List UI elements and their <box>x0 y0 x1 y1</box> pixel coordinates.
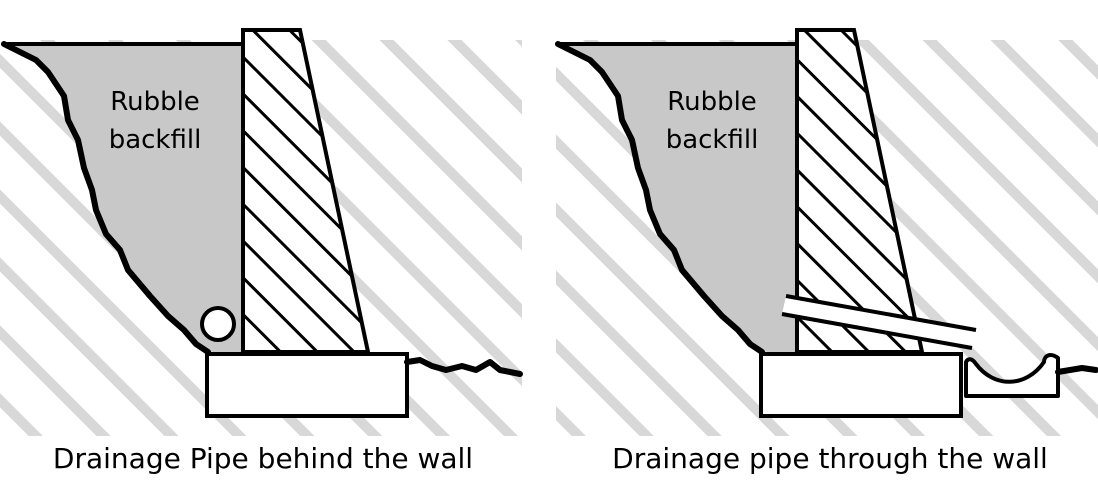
excavation-line <box>555 41 765 355</box>
wall-footing <box>759 352 963 418</box>
backfill-label-line2: backfill <box>666 125 759 155</box>
drain-outlet-gutter <box>964 353 1060 398</box>
rubble-backfill <box>4 44 243 352</box>
excavation-line <box>1 41 211 355</box>
front-ground-line <box>404 357 523 377</box>
caption-left: Drainage Pipe behind the wall <box>53 442 473 475</box>
backfill-label-line2: backfill <box>109 125 202 155</box>
panel-pipe-behind-wall: Rubble backfill Drainage Pipe behind the… <box>0 28 523 475</box>
panel-pipe-through-wall: Rubble backfill Drainage pipe through th… <box>555 28 1098 475</box>
backfill-label-line1: Rubble <box>110 87 200 117</box>
caption-right: Drainage pipe through the wall <box>612 442 1048 475</box>
backfill-label-line1: Rubble <box>667 87 757 117</box>
drainage-pipe-through-wall <box>781 294 977 350</box>
rubble-backfill <box>558 44 797 352</box>
front-ground-line <box>1055 365 1098 375</box>
drainage-pipe-circle <box>200 306 236 342</box>
wall-footing <box>205 352 409 418</box>
